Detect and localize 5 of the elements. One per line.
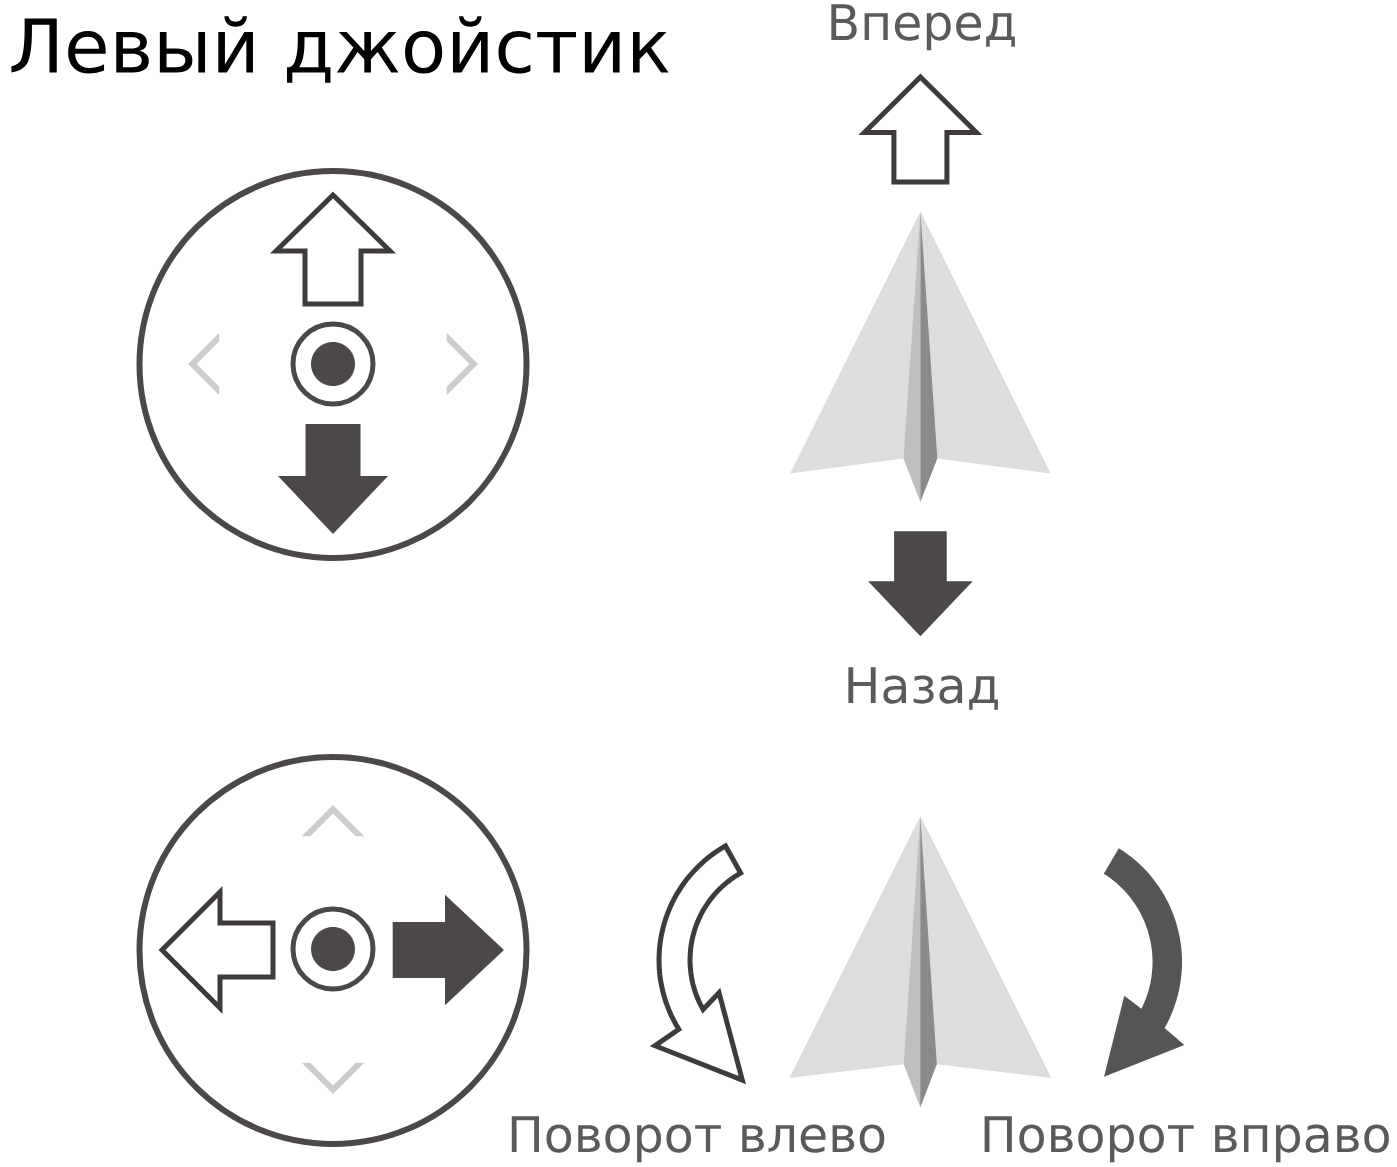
label: Назад — [848, 667, 998, 710]
label: Поворот влево — [511, 1116, 885, 1163]
title: Левый джойстик — [11, 16, 669, 83]
label: Поворот вправо — [984, 1116, 1389, 1163]
label: Вперед — [831, 4, 1015, 51]
